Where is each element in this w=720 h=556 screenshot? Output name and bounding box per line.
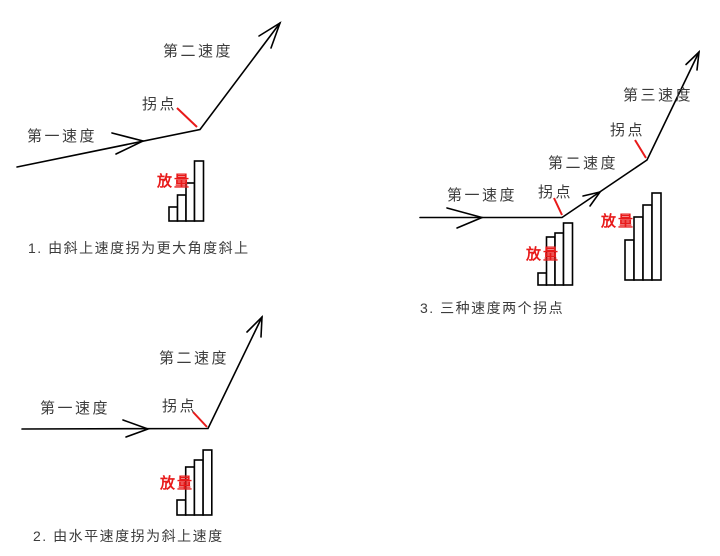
fig1-inflection-label: 拐点	[142, 96, 178, 113]
fig3-lower-inflection-pointer-line	[553, 197, 563, 216]
fig2-first-speed-label: 第一速度	[40, 400, 111, 417]
fig1-volume-bars	[168, 160, 205, 222]
fig1-inflection-pointer-line	[176, 107, 198, 128]
fig3-volume-label-right: 放量	[601, 213, 636, 230]
fig1-end-arrowhead-icon	[258, 21, 282, 49]
fig2-inflection-label: 拐点	[162, 398, 198, 415]
fig3-first-speed-label: 第一速度	[447, 187, 518, 204]
fig3-upper-inflection-pointer-line	[634, 139, 647, 159]
fig2-inflection-pointer-line	[192, 411, 208, 428]
fig2-volume-label: 放量	[160, 475, 195, 492]
fig3-trend-line	[419, 51, 700, 219]
fig1-second-speed-label: 第二速度	[163, 43, 234, 60]
fig3-caption: 3. 三种速度两个拐点	[420, 300, 565, 316]
fig3-upper-inflection-label: 拐点	[610, 122, 646, 139]
fig3-volume-bars-right	[624, 192, 662, 281]
fig3-mid-arrowhead1-icon	[446, 207, 485, 229]
fig3-end-arrowhead-icon	[685, 49, 701, 71]
fig3-lower-inflection-label: 拐点	[538, 184, 574, 201]
fig1-volume-label: 放量	[157, 173, 192, 190]
fig1-mid-arrowhead-icon	[111, 132, 146, 155]
fig2-caption: 2. 由水平速度拐为斜上速度	[33, 528, 224, 544]
fig3-mid-arrowhead2-icon	[582, 190, 602, 207]
fig2-mid-arrowhead-icon	[122, 419, 151, 438]
fig2-end-arrowhead-icon	[246, 314, 263, 338]
fig3-second-speed-label: 第二速度	[548, 155, 619, 172]
fig3-volume-label-left: 放量	[526, 246, 561, 263]
fig1-trend-line	[16, 22, 281, 168]
fig1-caption: 1. 由斜上速度拐为更大角度斜上	[28, 240, 250, 256]
fig2-second-speed-label: 第二速度	[159, 350, 230, 367]
fig2-volume-bars	[176, 449, 213, 516]
fig3-third-speed-label: 第三速度	[623, 87, 694, 104]
fig3-volume-bars-left	[537, 222, 574, 286]
fig1-first-speed-label: 第一速度	[27, 128, 98, 145]
fig2-trend-line	[21, 316, 263, 430]
